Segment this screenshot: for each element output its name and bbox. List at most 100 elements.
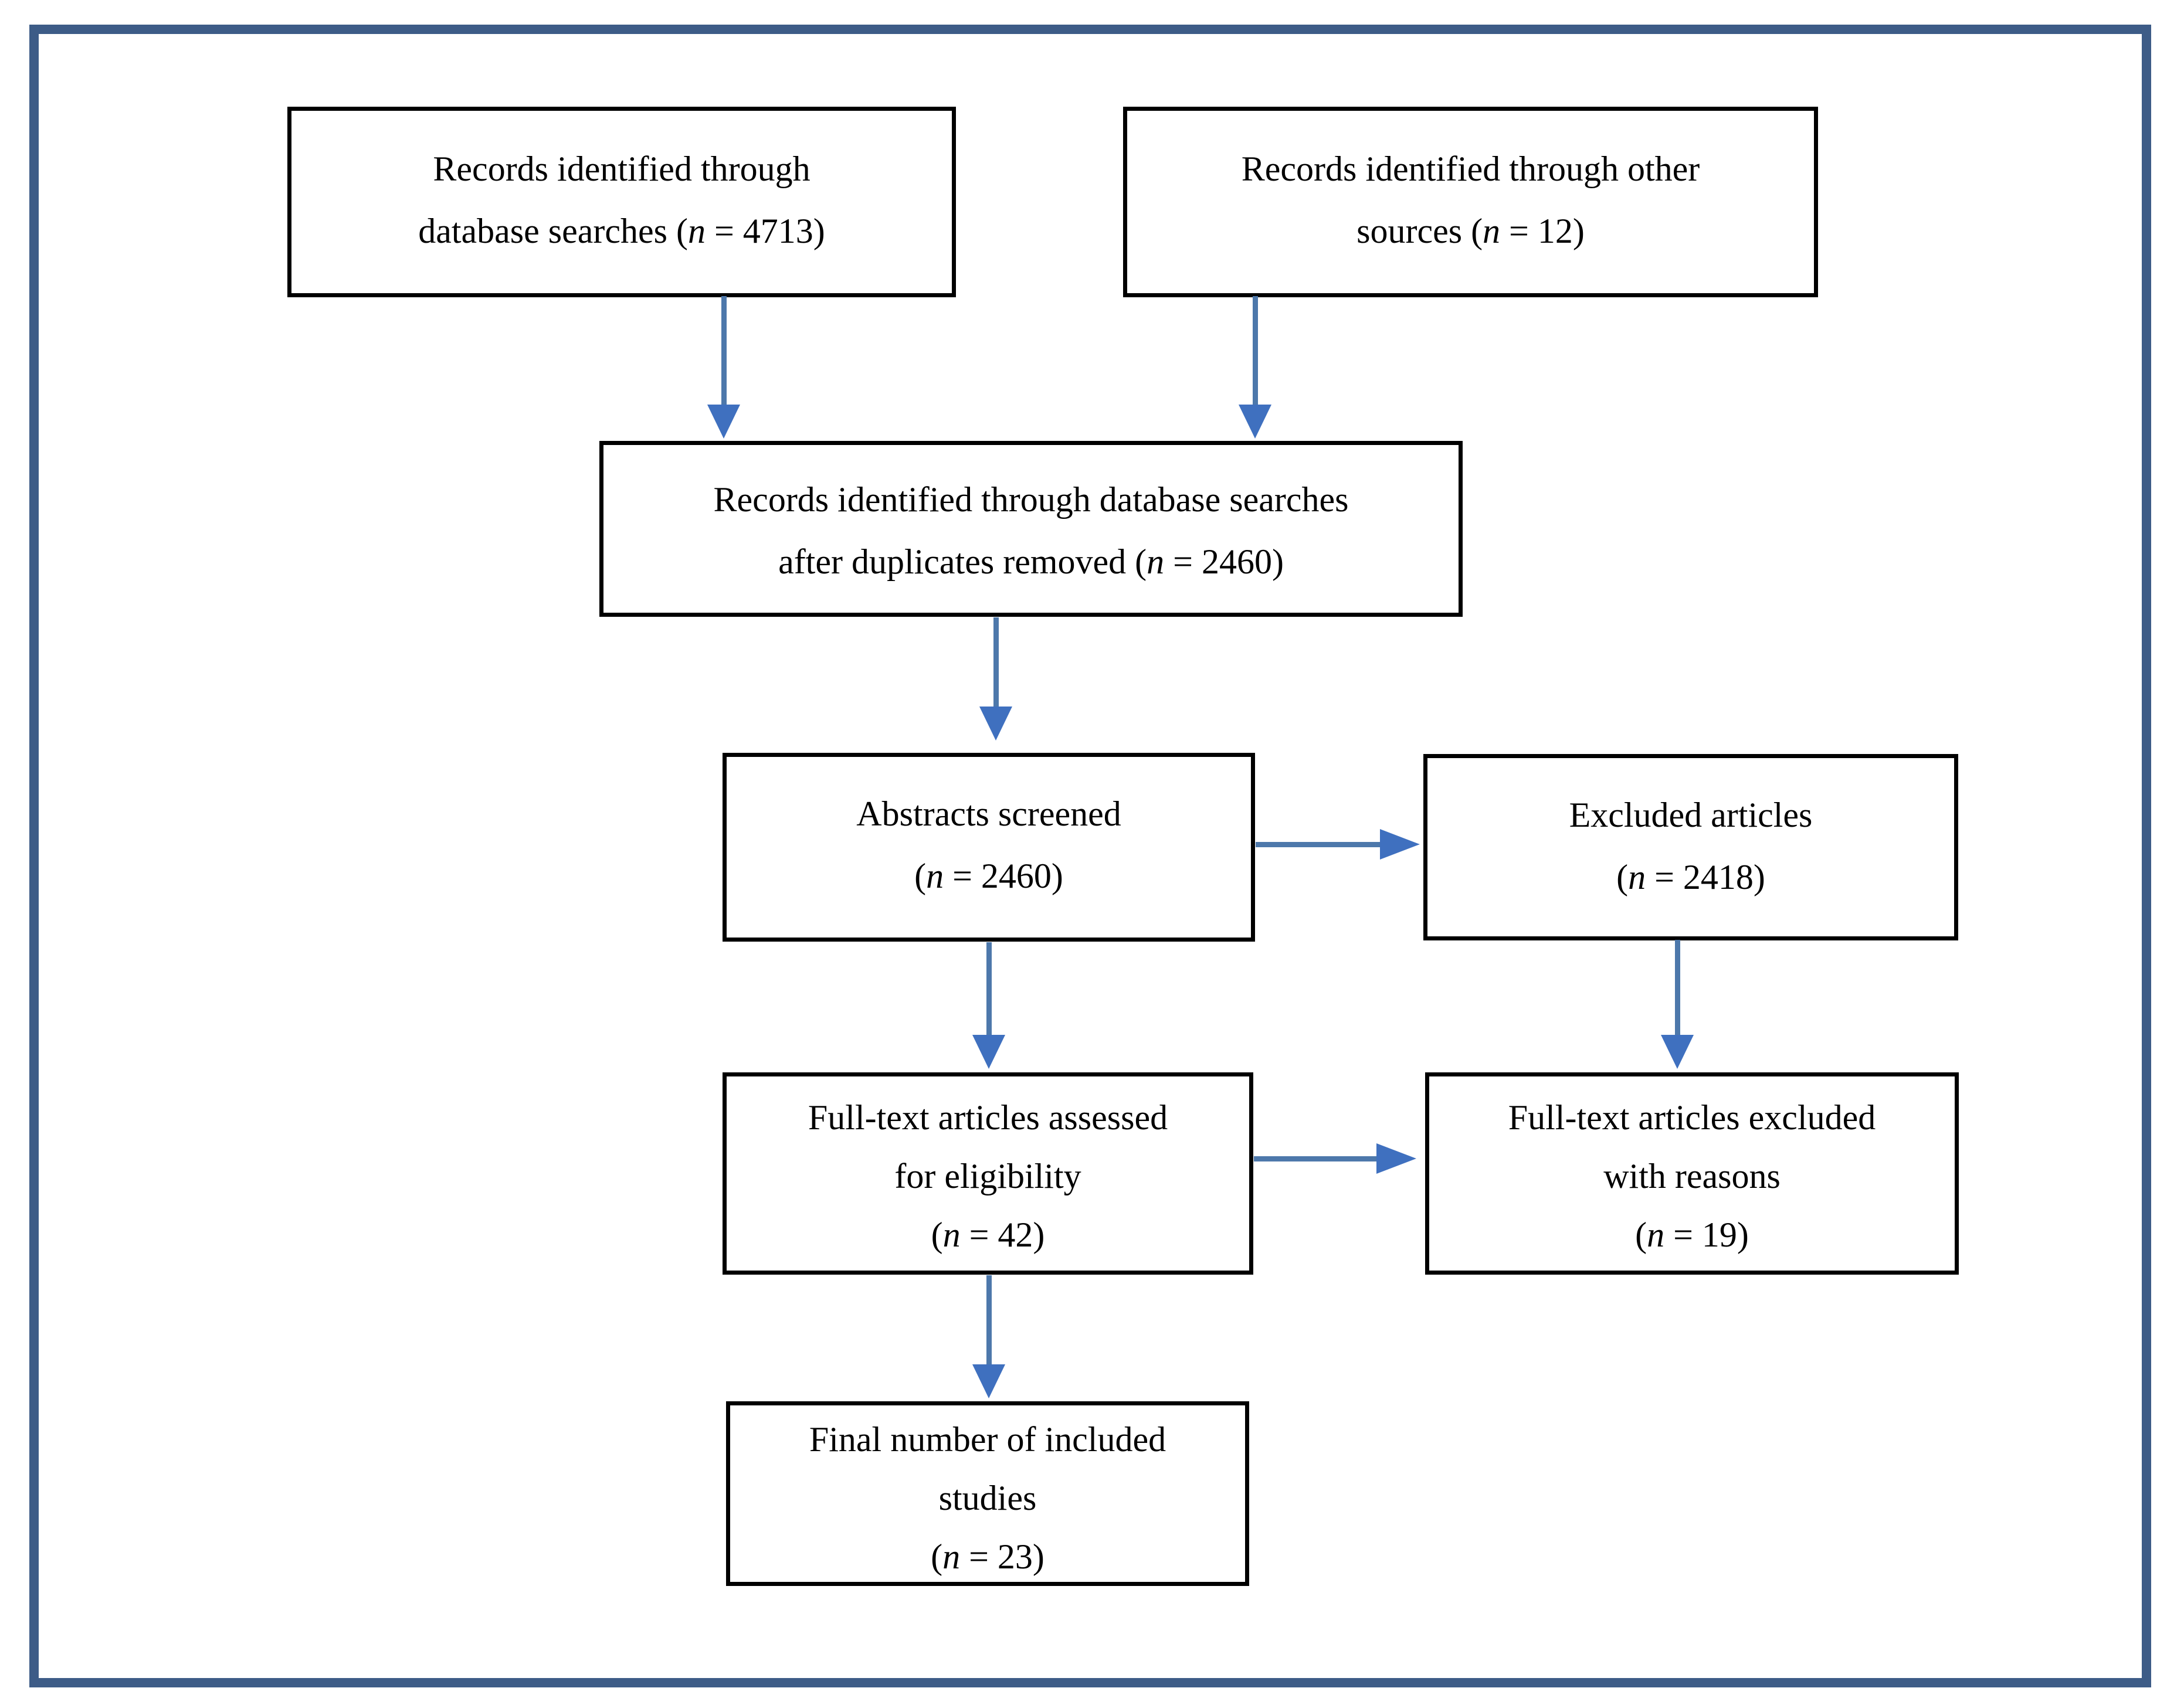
n-symbol: n (926, 857, 944, 895)
box-text: Records identified through other (1241, 150, 1700, 188)
box-text: database searches (418, 212, 667, 250)
count-annotation: (n = 19) (1429, 1205, 1955, 1264)
count-value: 2460 (1201, 542, 1272, 581)
box-text: after duplicates removed (778, 542, 1127, 581)
n-symbol: n (1147, 542, 1165, 581)
box-text-line: Records identified through other (1127, 138, 1814, 200)
box-text: Full-text articles assessed (808, 1098, 1168, 1137)
box-records-other-sources: Records identified through other sources… (1123, 107, 1818, 297)
box-text: Full-text articles excluded (1508, 1098, 1876, 1137)
box-text: Excluded articles (1569, 796, 1813, 834)
count-annotation: (n = 2460) (1126, 542, 1284, 581)
arrow-fulltext-to-final-stem (986, 1275, 992, 1364)
equals: = (944, 857, 981, 895)
arrow-right-head-icon (1376, 1143, 1416, 1174)
count-value: 12 (1537, 212, 1573, 250)
arrow-abstracts-to-excluded-stem (1256, 842, 1380, 847)
count-annotation: (n = 4713) (667, 212, 825, 250)
paren: ) (813, 212, 825, 250)
paren: ( (667, 212, 688, 250)
box-fulltext-excluded: Full-text articles excluded with reasons… (1425, 1072, 1959, 1275)
arrow-down-head-icon (707, 405, 740, 439)
n-symbol: n (942, 1537, 961, 1576)
count-annotation: (n = 42) (727, 1205, 1249, 1264)
arrow-abstracts-to-fulltext-stem (986, 942, 992, 1035)
paren: ) (1737, 1215, 1749, 1254)
equals: = (1646, 858, 1683, 896)
box-text-line: Excluded articles (1427, 784, 1954, 846)
arrow-down-head-icon (1239, 405, 1271, 439)
box-text-line: Abstracts screened (727, 783, 1251, 845)
arrow-right-head-icon (1380, 829, 1420, 860)
n-symbol: n (687, 212, 706, 250)
box-text-line: Records identified through database sear… (603, 468, 1459, 531)
box-text-line: Full-text articles assessed (727, 1088, 1249, 1147)
arrow-down-head-icon (1661, 1035, 1694, 1069)
count-annotation: (n = 2460) (727, 845, 1251, 907)
paren: ( (1462, 212, 1483, 250)
box-text-line: with reasons (1429, 1147, 1955, 1205)
paren: ( (914, 857, 927, 895)
box-text-line: studies (730, 1469, 1245, 1527)
count-value: 23 (997, 1537, 1033, 1576)
arrow-other-to-dedup-stem (1253, 296, 1258, 405)
arrow-down-head-icon (972, 1364, 1005, 1398)
arrow-down-head-icon (979, 707, 1012, 741)
n-symbol: n (1628, 858, 1646, 896)
n-symbol: n (942, 1215, 961, 1254)
paren: ) (1032, 1537, 1044, 1576)
arrow-fulltext-to-ftexcluded-stem (1254, 1156, 1376, 1161)
equals: = (1664, 1215, 1702, 1254)
box-text-line: Full-text articles excluded (1429, 1088, 1955, 1147)
box-records-database: Records identified through database sear… (287, 107, 956, 297)
paren: ( (931, 1537, 943, 1576)
count-value: 42 (998, 1215, 1033, 1254)
count-annotation: (n = 23) (730, 1527, 1245, 1586)
paren: ) (1572, 212, 1585, 250)
arrow-down-head-icon (972, 1035, 1005, 1069)
paren: ) (1753, 858, 1765, 896)
equals: = (960, 1537, 998, 1576)
box-excluded-articles: Excluded articles (n = 2418) (1423, 754, 1958, 940)
arrow-dedup-to-abstracts-stem (993, 617, 999, 707)
box-text-line: for eligibility (727, 1147, 1249, 1205)
count-value: 2418 (1683, 858, 1754, 896)
paren: ) (1271, 542, 1284, 581)
box-text: Abstracts screened (856, 794, 1121, 833)
equals: = (960, 1215, 998, 1254)
count-annotation: (n = 12) (1462, 212, 1585, 250)
paren: ( (1635, 1215, 1647, 1254)
box-text-line: database searches (n = 4713) (291, 200, 952, 262)
outer-frame-border (29, 25, 2151, 1687)
box-final-included-studies: Final number of included studies (n = 23… (726, 1401, 1249, 1586)
count-value: 4713 (742, 212, 813, 250)
count-annotation: (n = 2418) (1427, 846, 1954, 908)
box-after-duplicates-removed: Records identified through database sear… (599, 441, 1463, 617)
paren: ( (931, 1215, 943, 1254)
box-fulltext-assessed: Full-text articles assessed for eligibil… (723, 1072, 1253, 1275)
paren: ( (1616, 858, 1629, 896)
paren: ) (1033, 1215, 1045, 1254)
box-text: for eligibility (894, 1157, 1081, 1195)
paren: ( (1126, 542, 1147, 581)
paren: ) (1051, 857, 1063, 895)
box-abstracts-screened: Abstracts screened (n = 2460) (723, 753, 1255, 942)
box-text: sources (1356, 212, 1463, 250)
arrow-db-to-dedup-stem (721, 296, 727, 405)
box-text-line: after duplicates removed (n = 2460) (603, 531, 1459, 593)
box-text: Records identified through database sear… (713, 480, 1349, 519)
box-text: with reasons (1603, 1157, 1781, 1195)
n-symbol: n (1647, 1215, 1665, 1254)
box-text-line: Final number of included (730, 1410, 1245, 1469)
box-text: studies (938, 1479, 1037, 1517)
equals: = (1164, 542, 1202, 581)
count-value: 2460 (981, 857, 1052, 895)
box-text-line: Records identified through (291, 138, 952, 200)
n-symbol: n (1483, 212, 1501, 250)
equals: = (705, 212, 743, 250)
box-text: Records identified through (433, 150, 810, 188)
equals: = (1500, 212, 1538, 250)
arrow-excluded-to-ftexcluded-stem (1675, 940, 1680, 1035)
box-text-line: sources (n = 12) (1127, 200, 1814, 262)
